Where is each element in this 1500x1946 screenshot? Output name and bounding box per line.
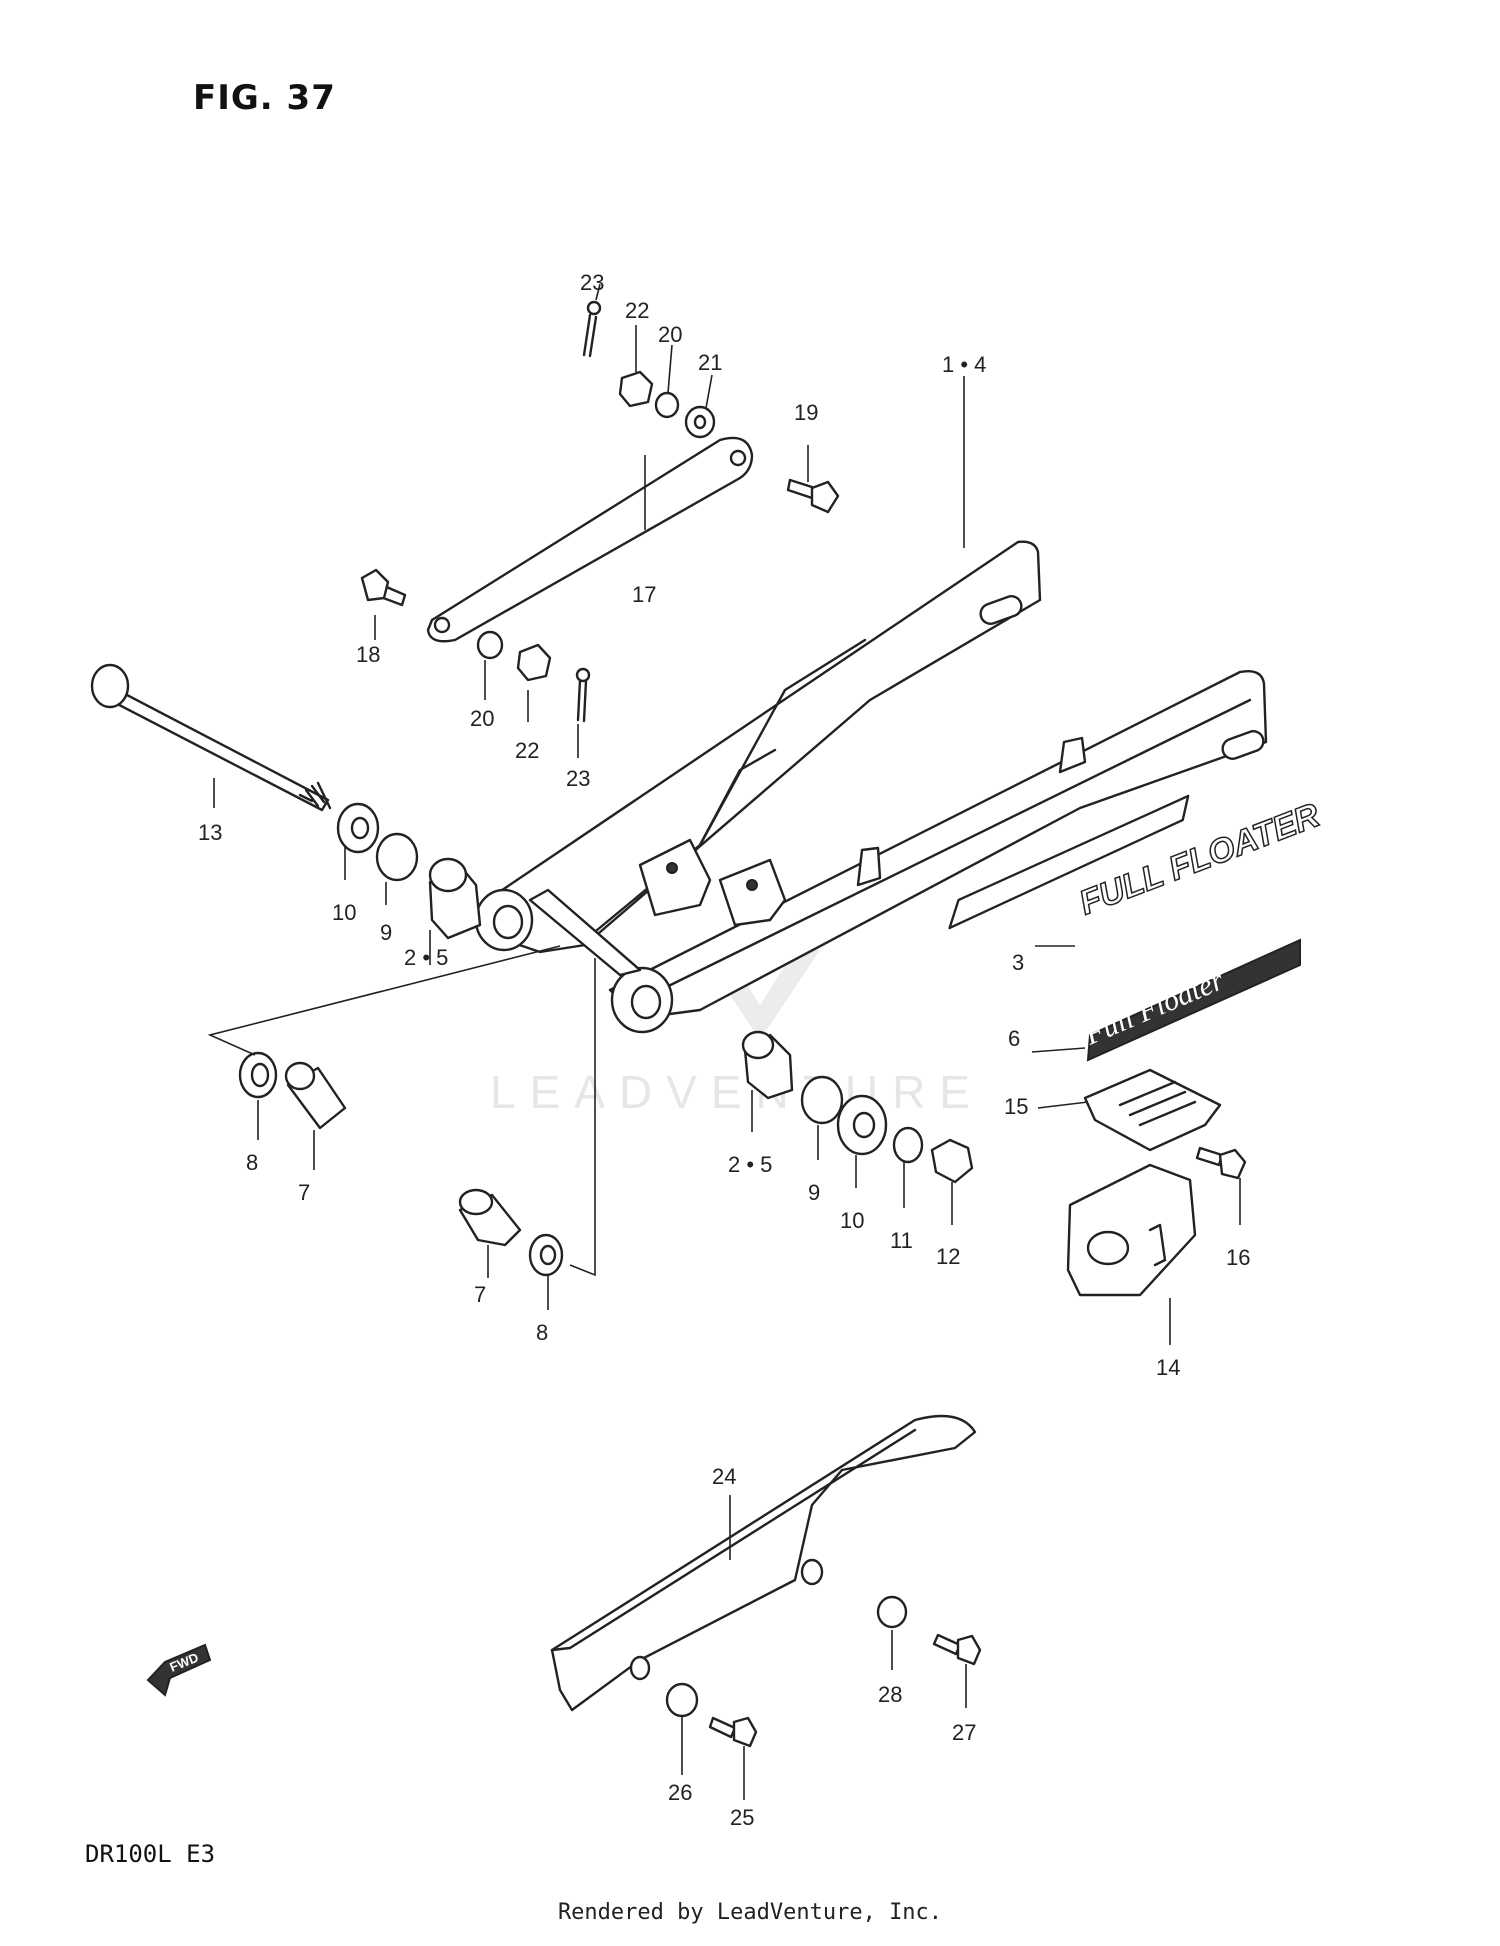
- callout-15: 15: [1004, 1094, 1028, 1119]
- callout-18: 18: [356, 642, 380, 667]
- callout-17: 17: [632, 582, 656, 607]
- washer-10-front-hole: [350, 816, 370, 840]
- collar-28: [876, 1595, 908, 1629]
- callout-labels: 23 22 20 21 19 1 • 4 17 18 20 22 23 13 1…: [198, 270, 1250, 1830]
- seal-8-left: [238, 1051, 278, 1099]
- callout-26: 26: [668, 1780, 692, 1805]
- callout-2-5-front: 2 • 5: [404, 945, 448, 970]
- render-credit: Rendered by LeadVenture, Inc.: [557, 1900, 943, 1925]
- seal-8-lower-hole: [539, 1244, 557, 1266]
- callout-9-rear: 9: [808, 1180, 820, 1205]
- pivot-bolt-13: [90, 663, 332, 812]
- callout-2-5-rear: 2 • 5: [728, 1152, 772, 1177]
- washer-20-lower: [476, 630, 504, 660]
- washer-10-front: [336, 802, 380, 854]
- seal-8-lower: [528, 1233, 564, 1277]
- callout-20-lower: 20: [470, 706, 494, 731]
- model-code: DR100L E3: [85, 1840, 216, 1868]
- bolt-18: [360, 568, 407, 607]
- callout-10-rear: 10: [840, 1208, 864, 1233]
- washer-9-rear: [800, 1075, 844, 1125]
- callout-10-front: 10: [332, 900, 356, 925]
- callout-12: 12: [936, 1244, 960, 1269]
- callout-7-lower: 7: [474, 1282, 486, 1307]
- callout-13: 13: [198, 820, 222, 845]
- callout-11: 11: [890, 1228, 913, 1253]
- callout-8-left: 8: [246, 1150, 258, 1175]
- callout-22-lower: 22: [515, 738, 539, 763]
- washer-21-hole: [693, 414, 707, 430]
- bolt-16: [1195, 1146, 1247, 1180]
- callout-19: 19: [794, 400, 818, 425]
- callout-27: 27: [952, 1720, 976, 1745]
- callout-1-4: 1 • 4: [942, 352, 986, 377]
- callout-28: 28: [878, 1682, 902, 1707]
- nut-22-top: [618, 370, 654, 408]
- washer-11: [892, 1126, 924, 1164]
- washer-10-rear: [836, 1094, 888, 1156]
- callout-8-lower: 8: [536, 1320, 548, 1345]
- watermark-text: LEADVENTURE: [490, 1066, 984, 1118]
- callout-25: 25: [730, 1805, 754, 1830]
- seal-8-left-hole: [250, 1062, 270, 1088]
- bushing-7-lower-end: [458, 1188, 494, 1216]
- chain-adjuster-14: [1066, 1163, 1197, 1297]
- callout-20-top: 20: [658, 322, 682, 347]
- chain-guide-15: [1083, 1068, 1222, 1152]
- callout-3: 3: [1012, 950, 1024, 975]
- torque-link-17: [426, 436, 754, 643]
- callout-22-top: 22: [625, 298, 649, 323]
- decal-full-floater-text: FULL FLOATER: [1074, 796, 1325, 923]
- nut-22-lower: [516, 643, 552, 682]
- washer-9-front: [375, 832, 419, 882]
- callout-23-top: 23: [580, 270, 604, 295]
- callout-9-front: 9: [380, 920, 392, 945]
- torque-link-hole-front: [433, 616, 451, 634]
- figure-title: FIG. 37: [193, 78, 336, 118]
- cotter-pin-23-lower: [575, 667, 591, 723]
- bolt-19: [786, 478, 840, 514]
- torque-link-hole-rear: [729, 449, 747, 467]
- callout-21: 21: [698, 350, 722, 375]
- callout-6: 6: [1008, 1026, 1020, 1051]
- forward-arrow-icon: FWD: [146, 1643, 212, 1697]
- washer-10-rear-hole: [852, 1111, 876, 1139]
- bushing-2-5-front-end: [428, 857, 468, 893]
- cotter-pin-23-top: [582, 300, 602, 358]
- callout-7-left: 7: [298, 1180, 310, 1205]
- bolt-25: [708, 1716, 758, 1748]
- callout-14: 14: [1156, 1355, 1180, 1380]
- washer-21: [684, 405, 716, 439]
- collar-26: [665, 1682, 699, 1718]
- callout-16: 16: [1226, 1245, 1250, 1270]
- nut-12: [930, 1138, 974, 1184]
- bolt-27: [932, 1633, 982, 1666]
- bushing-7-left-end: [284, 1061, 316, 1091]
- callout-23-lower: 23: [566, 766, 590, 791]
- washer-20-top: [654, 391, 680, 419]
- swingarm: [474, 540, 1268, 1034]
- leader-lines: [207, 283, 1241, 1800]
- decal-script-6: Full Floater: [1079, 938, 1301, 1062]
- chain-case-24: [550, 1414, 977, 1712]
- callout-24: 24: [712, 1464, 736, 1489]
- bushing-2-5-rear-end: [741, 1030, 775, 1060]
